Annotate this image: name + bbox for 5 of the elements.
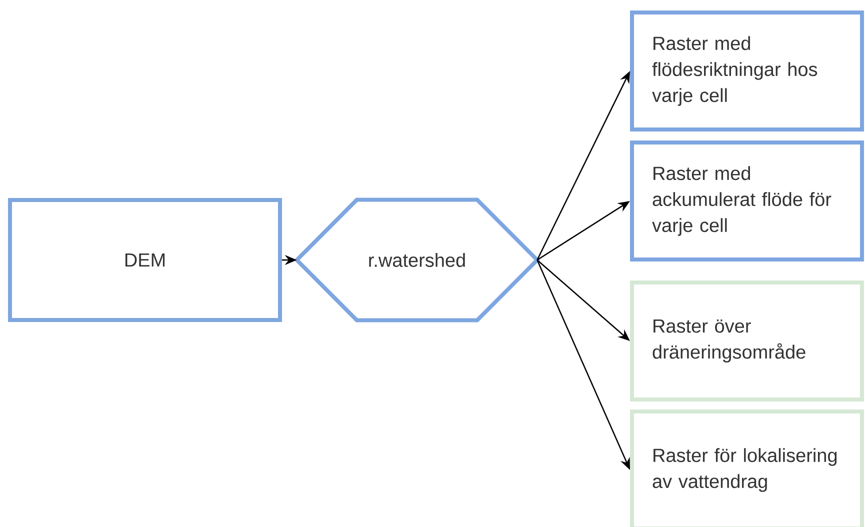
output-box: Raster med ackumulerat flöde för varje cell — [630, 140, 864, 262]
process-box: DEM — [8, 198, 282, 322]
output-box: Raster med flödesriktningar hos varje cell — [630, 10, 864, 132]
output-box: Raster för lokalisering av vattendrag — [630, 410, 864, 527]
output-box: Raster över dräneringsområde — [630, 280, 864, 402]
